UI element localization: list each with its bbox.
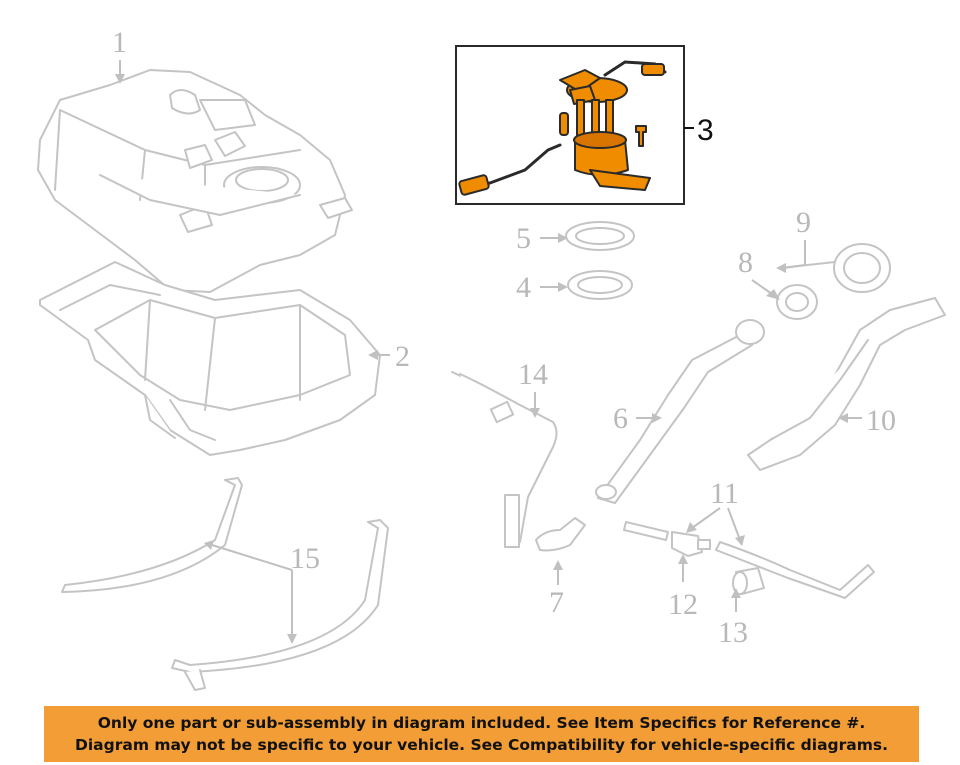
callout-7: 7 — [549, 586, 564, 619]
callout-9: 9 — [796, 206, 811, 239]
fuel-pump-module-part-3 — [455, 45, 685, 205]
seal-part-4 — [567, 270, 633, 300]
filler-shield-part-10 — [747, 297, 946, 471]
disclaimer-line-2: Diagram may not be specific to your vehi… — [74, 736, 889, 754]
vent-tube-part-14 — [451, 371, 558, 548]
callout-11: 11 — [710, 477, 739, 510]
callout-5: 5 — [516, 222, 531, 255]
disclaimer-line-1: Only one part or sub-assembly in diagram… — [97, 714, 866, 732]
callout-3: 3 — [697, 114, 714, 147]
tank-shield-part-2 — [39, 261, 381, 456]
callout-2: 2 — [395, 340, 410, 373]
grommet-part-13 — [732, 567, 765, 595]
connector-part-12 — [671, 531, 711, 557]
fuel-tank-part-1 — [37, 69, 353, 293]
callout-12: 12 — [668, 588, 698, 621]
callout-10: 10 — [866, 404, 896, 437]
tank-straps-part-15 — [61, 477, 389, 691]
hose-part-7 — [535, 517, 586, 552]
callout-6: 6 — [613, 402, 628, 435]
filler-housing-part-8 — [776, 284, 818, 320]
callout-15: 15 — [290, 542, 320, 575]
callout-14: 14 — [518, 358, 548, 391]
callout-4: 4 — [516, 271, 531, 304]
lock-ring-part-5 — [565, 221, 635, 251]
fuel-cap-part-9 — [779, 243, 891, 293]
callout-1: 1 — [112, 26, 127, 59]
vapor-line-part-11 — [623, 521, 875, 599]
filler-pipe-part-6 — [595, 319, 765, 504]
callout-8: 8 — [738, 246, 753, 279]
disclaimer-banner: Only one part or sub-assembly in diagram… — [44, 706, 919, 762]
callout-13: 13 — [718, 616, 748, 649]
leader-lines — [115, 60, 862, 644]
callout-labels: 1 2 3 4 5 6 7 8 9 10 11 12 13 14 15 — [112, 26, 896, 649]
